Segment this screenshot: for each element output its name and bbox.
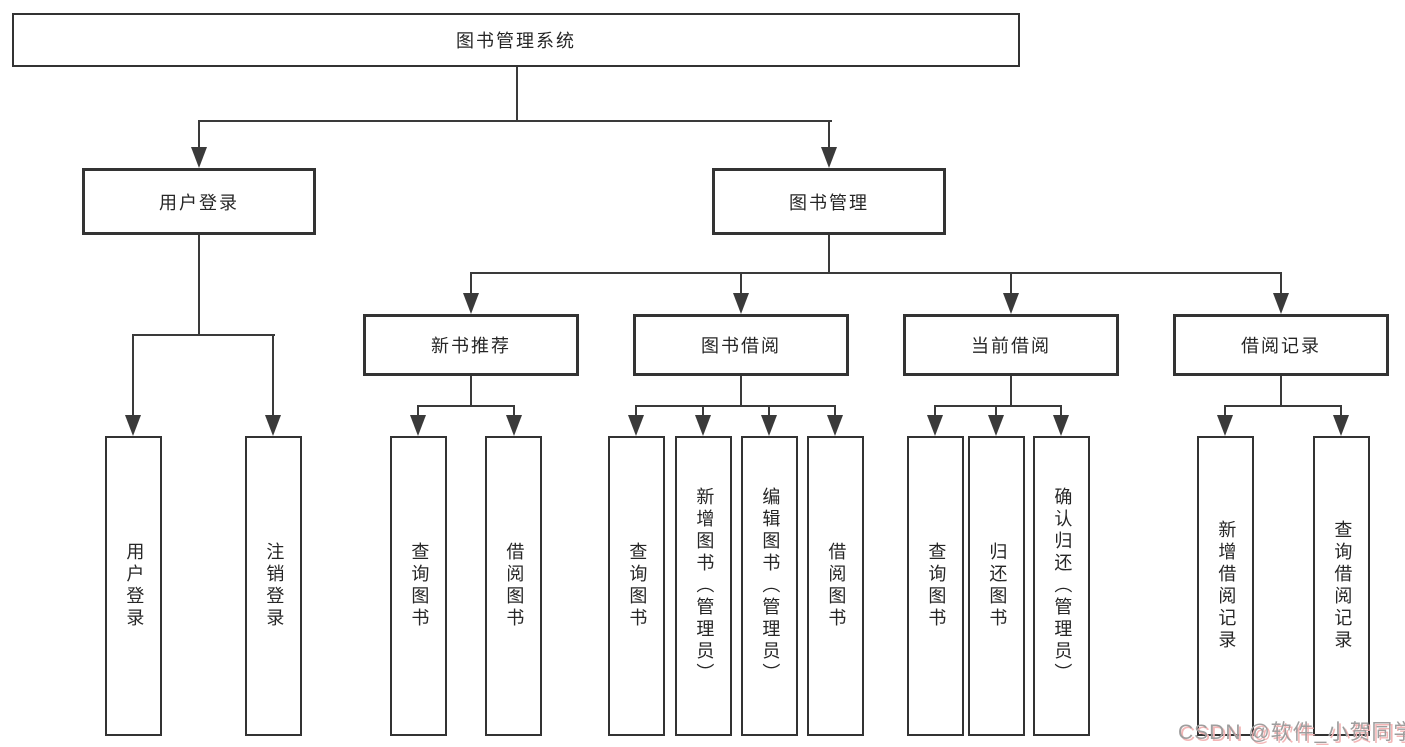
- connector-book-mgmt-stem-2: [740, 272, 742, 295]
- node-label: 图书借阅: [701, 336, 781, 356]
- connector-book-mgmt-stem-3: [1010, 272, 1012, 295]
- arrowhead-to-add-book: [695, 415, 711, 436]
- leaf-label: 查询借阅记录: [1332, 520, 1353, 652]
- connector-user-login-stem-2: [272, 334, 274, 416]
- leaf-label: 归还图书: [987, 542, 1008, 630]
- node-label: 新书推荐: [431, 336, 511, 356]
- connector-current-hline: [934, 405, 1062, 407]
- arrowhead-to-user-login: [191, 147, 207, 168]
- connector-root-vline: [516, 67, 518, 122]
- arrowhead-to-query-books-3: [927, 415, 943, 436]
- connector-recommend-stem-2: [513, 405, 515, 417]
- connector-current-stem-1: [934, 405, 936, 417]
- connector-root-stem-right: [828, 120, 830, 150]
- connector-borrow-stem-1: [635, 405, 637, 417]
- node-book-management: 图书管理: [712, 168, 946, 235]
- connector-borrow-stem-2: [702, 405, 704, 417]
- connector-records-stem-1: [1224, 405, 1226, 417]
- connector-book-mgmt-hline: [470, 272, 1282, 274]
- connector-current-stem-3: [1060, 405, 1062, 417]
- connector-book-mgmt-stem-4: [1280, 272, 1282, 295]
- connector-root-stem-left: [198, 120, 200, 150]
- connector-root-hline: [198, 120, 832, 122]
- connector-recommend-vline: [470, 376, 472, 407]
- connector-user-login-hline: [132, 334, 275, 336]
- connector-borrow-hline: [635, 405, 836, 407]
- arrowhead-to-return-book: [988, 415, 1004, 436]
- connector-recommend-stem-1: [417, 405, 419, 417]
- arrowhead-to-leaf-user-login: [125, 415, 141, 436]
- arrowhead-to-add-borrow-record: [1217, 415, 1233, 436]
- leaf-query-books-1: 查询图书: [390, 436, 447, 736]
- node-label: 用户登录: [159, 192, 239, 213]
- arrowhead-to-book-management: [821, 147, 837, 168]
- leaf-label: 新增借阅记录: [1216, 520, 1237, 652]
- leaf-user-login: 用户登录: [105, 436, 162, 736]
- connector-borrow-stem-4: [834, 405, 836, 417]
- leaf-query-borrow-record: 查询借阅记录: [1313, 436, 1370, 736]
- connector-user-login-stem-1: [132, 334, 134, 416]
- arrowhead-to-query-books-1: [410, 415, 426, 436]
- leaf-label: 用户登录: [124, 542, 145, 630]
- leaf-label: 确认归还（管理员）: [1052, 487, 1073, 685]
- node-borrow-records: 借阅记录: [1173, 314, 1389, 376]
- leaf-edit-book-admin: 编辑图书（管理员）: [741, 436, 798, 736]
- arrowhead-to-borrow-books-1: [506, 415, 522, 436]
- connector-recommend-hline: [417, 405, 515, 407]
- arrowhead-to-current-borrow: [1003, 293, 1019, 314]
- arrowhead-to-edit-book: [761, 415, 777, 436]
- leaf-return-book: 归还图书: [968, 436, 1025, 736]
- leaf-label: 编辑图书（管理员）: [760, 487, 781, 685]
- node-label: 借阅记录: [1241, 336, 1321, 356]
- leaf-label: 查询图书: [627, 542, 648, 630]
- leaf-query-books-3: 查询图书: [907, 436, 964, 736]
- arrowhead-to-borrow-books-2: [827, 415, 843, 436]
- leaf-label: 借阅图书: [504, 542, 525, 630]
- connector-records-vline: [1280, 376, 1282, 407]
- connector-records-stem-2: [1340, 405, 1342, 417]
- leaf-label: 注销登录: [264, 542, 285, 630]
- connector-current-stem-2: [995, 405, 997, 417]
- leaf-add-borrow-record: 新增借阅记录: [1197, 436, 1254, 736]
- arrowhead-to-query-borrow-record: [1333, 415, 1349, 436]
- arrowhead-to-query-books-2: [628, 415, 644, 436]
- leaf-label: 查询图书: [409, 542, 430, 630]
- node-library-system: 图书管理系统: [12, 13, 1020, 67]
- arrowhead-to-new-book-recommend: [463, 293, 479, 314]
- node-label: 图书管理: [789, 192, 869, 213]
- connector-user-login-vline: [198, 235, 200, 336]
- connector-book-mgmt-vline: [828, 235, 830, 274]
- connector-book-mgmt-stem-1: [470, 272, 472, 295]
- csdn-watermark: CSDN @软件_小贺同学: [1178, 721, 1405, 744]
- node-label: 当前借阅: [971, 336, 1051, 356]
- node-new-book-recommend: 新书推荐: [363, 314, 579, 376]
- node-user-login: 用户登录: [82, 168, 316, 235]
- connector-current-vline: [1010, 376, 1012, 407]
- leaf-borrow-books-1: 借阅图书: [485, 436, 542, 736]
- arrowhead-to-confirm-return: [1053, 415, 1069, 436]
- arrowhead-to-book-borrow: [733, 293, 749, 314]
- connector-records-hline: [1224, 405, 1342, 407]
- node-label: 图书管理系统: [456, 31, 576, 51]
- leaf-query-books-2: 查询图书: [608, 436, 665, 736]
- leaf-confirm-return-admin: 确认归还（管理员）: [1033, 436, 1090, 736]
- connector-borrow-vline: [740, 376, 742, 407]
- node-current-borrow: 当前借阅: [903, 314, 1119, 376]
- leaf-label: 新增图书（管理员）: [694, 487, 715, 685]
- connector-borrow-stem-3: [768, 405, 770, 417]
- leaf-label: 借阅图书: [826, 542, 847, 630]
- leaf-label: 查询图书: [926, 542, 947, 630]
- leaf-logout: 注销登录: [245, 436, 302, 736]
- arrowhead-to-leaf-logout: [265, 415, 281, 436]
- node-book-borrow: 图书借阅: [633, 314, 849, 376]
- leaf-add-book-admin: 新增图书（管理员）: [675, 436, 732, 736]
- arrowhead-to-borrow-records: [1273, 293, 1289, 314]
- leaf-borrow-books-2: 借阅图书: [807, 436, 864, 736]
